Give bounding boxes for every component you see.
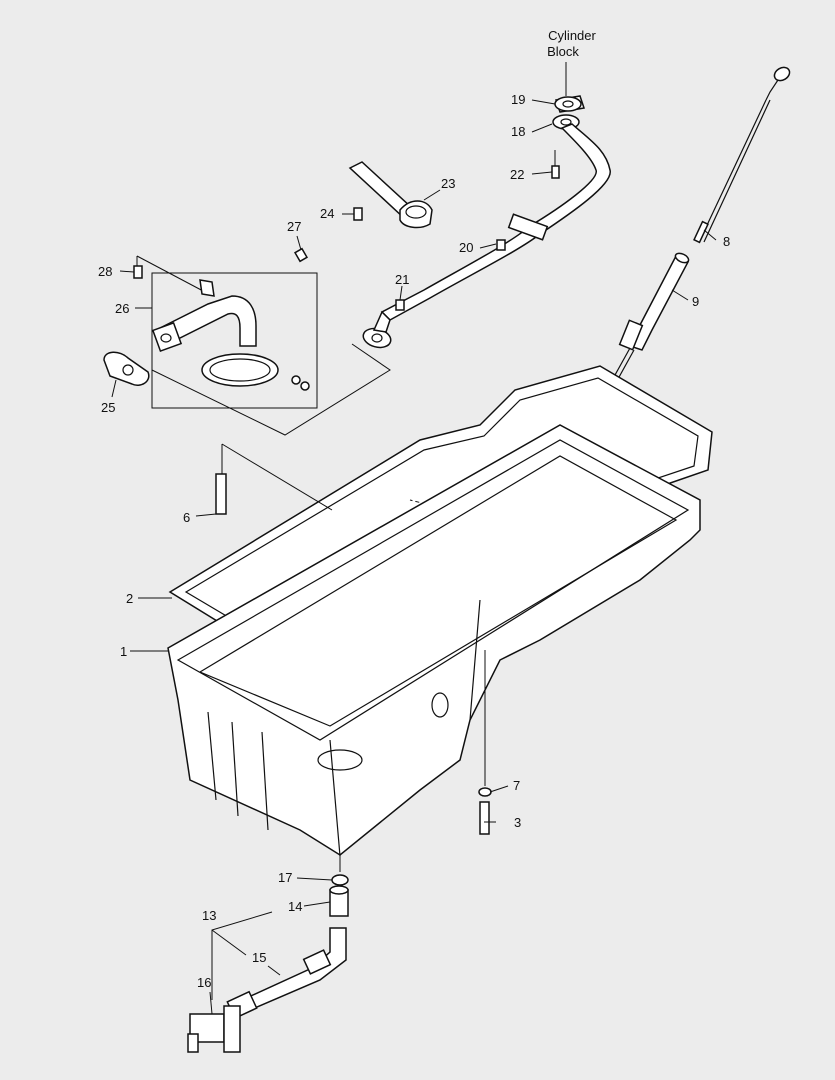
callout-15: 15 bbox=[252, 950, 266, 965]
bolt-21 bbox=[395, 299, 405, 311]
callout-28: 28 bbox=[98, 264, 112, 279]
oil-pan bbox=[167, 424, 701, 857]
callout-24: 24 bbox=[320, 206, 334, 221]
callout-1: 1 bbox=[120, 644, 127, 659]
callout-8: 8 bbox=[723, 234, 730, 249]
bolt-24 bbox=[353, 207, 363, 221]
oil-tube-assembly bbox=[362, 95, 611, 349]
pickup-assembly-box bbox=[135, 255, 391, 436]
bolt-20 bbox=[496, 239, 506, 251]
drain-hose bbox=[226, 927, 347, 1020]
callout-13: 13 bbox=[202, 908, 216, 923]
callout-14: 14 bbox=[288, 899, 302, 914]
drain-adapter bbox=[329, 885, 349, 917]
support-bracket bbox=[348, 161, 433, 229]
callout-16: 16 bbox=[197, 975, 211, 990]
callout-23: 23 bbox=[441, 176, 455, 191]
callout-22: 22 bbox=[510, 167, 524, 182]
drain-valve-16 bbox=[187, 1005, 241, 1053]
pan-bolt-6 bbox=[215, 443, 333, 515]
callout-2: 2 bbox=[126, 591, 133, 606]
bolt-27 bbox=[294, 247, 308, 263]
callout-17: 17 bbox=[278, 870, 292, 885]
dipstick bbox=[693, 66, 791, 244]
bolt-22 bbox=[551, 150, 560, 179]
callout-18: 18 bbox=[511, 124, 525, 139]
pickup-gasket bbox=[103, 351, 150, 386]
bolt-28 bbox=[133, 265, 143, 279]
pan-bolt-3 bbox=[479, 801, 490, 835]
cylinder-label-line1: Cylinder bbox=[548, 28, 596, 43]
oil-pickup-tube bbox=[151, 279, 310, 391]
cylinder-label-line2: Block bbox=[547, 44, 579, 59]
callout-7: 7 bbox=[513, 778, 520, 793]
callout-19: 19 bbox=[511, 92, 525, 107]
callout-27: 27 bbox=[287, 219, 301, 234]
callout-6: 6 bbox=[183, 510, 190, 525]
callout-3: 3 bbox=[514, 815, 521, 830]
callout-9: 9 bbox=[692, 294, 699, 309]
drain-o-ring bbox=[331, 856, 349, 886]
leader-lines bbox=[111, 99, 717, 1015]
callout-25: 25 bbox=[101, 400, 115, 415]
callout-21: 21 bbox=[395, 272, 409, 287]
callout-26: 26 bbox=[115, 301, 129, 316]
callout-labels: 1 2 3 6 7 8 9 13 14 15 16 17 18 19 20 21… bbox=[98, 92, 730, 990]
callout-20: 20 bbox=[459, 240, 473, 255]
